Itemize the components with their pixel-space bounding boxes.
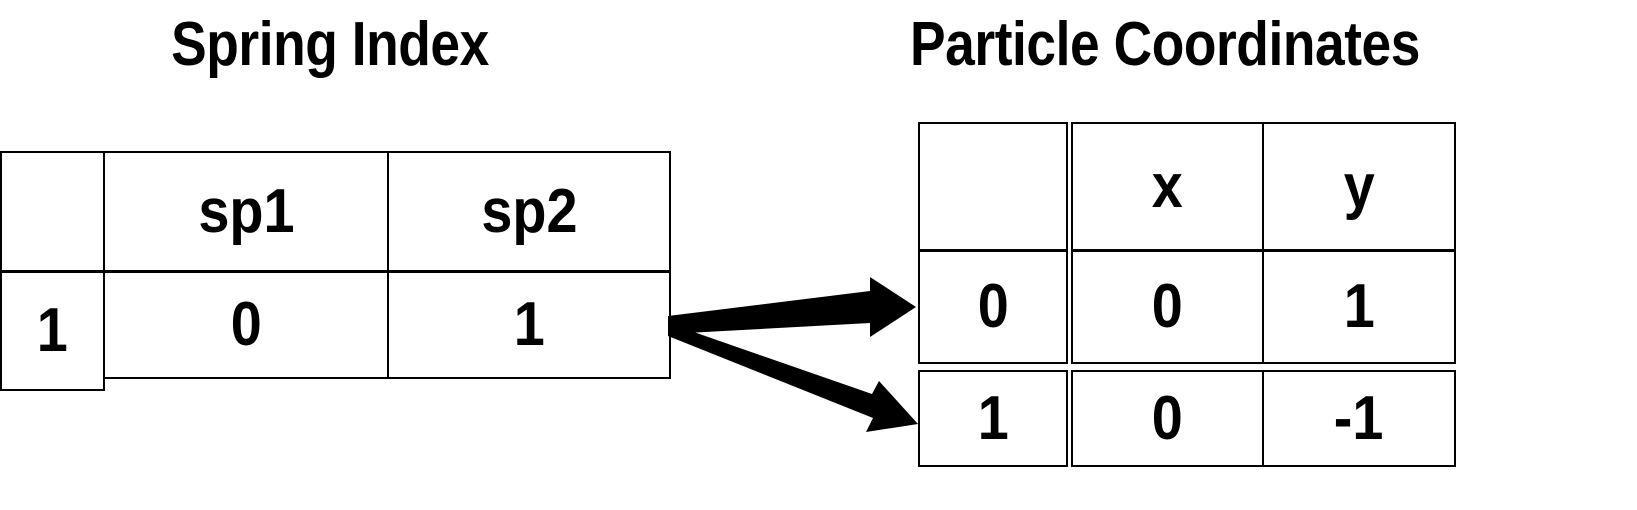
particle-coordinates-column-header-x: x xyxy=(1071,122,1264,251)
particle-coordinates-column-header-y: y xyxy=(1262,122,1456,251)
particle-coordinates-row-label-1: 1 xyxy=(918,370,1068,467)
particle-coordinates-header-corner xyxy=(918,122,1068,251)
spring-index-header-corner xyxy=(0,151,105,272)
spring-index-row-label-0: 1 xyxy=(0,271,105,391)
spring-index-title: Spring Index xyxy=(171,10,489,79)
spring-index-cell-sp1-row0: 0 xyxy=(103,271,389,379)
spring-index-column-header-sp2: sp2 xyxy=(387,151,671,272)
arrow-to-particle-0-icon xyxy=(668,277,916,337)
particle-coordinates-title: Particle Coordinates xyxy=(910,10,1420,79)
particle-coordinates-cell-y-row0: 1 xyxy=(1262,250,1456,364)
particle-coordinates-cell-y-row1: -1 xyxy=(1262,370,1456,467)
particle-coordinates-cell-x-row0: 0 xyxy=(1071,250,1264,364)
particle-coordinates-cell-x-row1: 0 xyxy=(1071,370,1264,467)
spring-index-column-header-sp1: sp1 xyxy=(103,151,389,272)
arrow-to-particle-1-icon xyxy=(668,323,918,432)
spring-index-cell-sp2-row0: 1 xyxy=(387,271,671,379)
particle-coordinates-row-label-0: 0 xyxy=(918,250,1068,364)
